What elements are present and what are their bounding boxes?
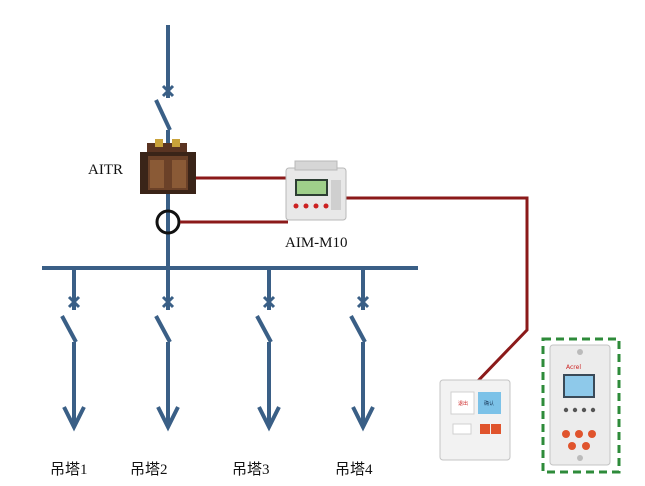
alarm-unit-brand-text: Acrel (566, 364, 581, 371)
feeder-label-4: 吊塔4 (335, 462, 373, 478)
feeder-1-breaker-x-icon (67, 295, 81, 309)
remote-display-panel-icon (439, 379, 511, 461)
feeder-4-breaker-x-icon (356, 295, 370, 309)
feeder-2-breaker-x-icon (161, 295, 175, 309)
current-transformer-ring (155, 209, 181, 235)
monitor-device-icon (285, 160, 347, 221)
feeder-label-3: 吊塔3 (232, 462, 270, 478)
panel-confirm-button-text: 确认 (484, 400, 494, 407)
monitor-label: AIM-M10 (285, 235, 348, 251)
dashed-enclosure-frame (541, 337, 621, 474)
feeder-branch-2 (154, 268, 180, 432)
incoming-breaker-x-icon (161, 84, 175, 98)
signal-wire-monitor-to-panel (345, 196, 529, 386)
feeder-branch-4 (349, 268, 375, 432)
transformer-icon (140, 139, 196, 194)
feeder-branch-3 (255, 268, 281, 432)
transformer-label: AITR (88, 162, 123, 178)
incoming-switch-blade (154, 99, 172, 131)
feeder-label-2: 吊塔2 (130, 462, 168, 478)
feeder-label-1: 吊塔1 (50, 462, 88, 478)
feeder-3-breaker-x-icon (262, 295, 276, 309)
feeder-branch-1 (60, 268, 86, 432)
panel-exit-button-text: 退出 (458, 400, 468, 407)
alarm-display-unit-icon (549, 344, 611, 466)
